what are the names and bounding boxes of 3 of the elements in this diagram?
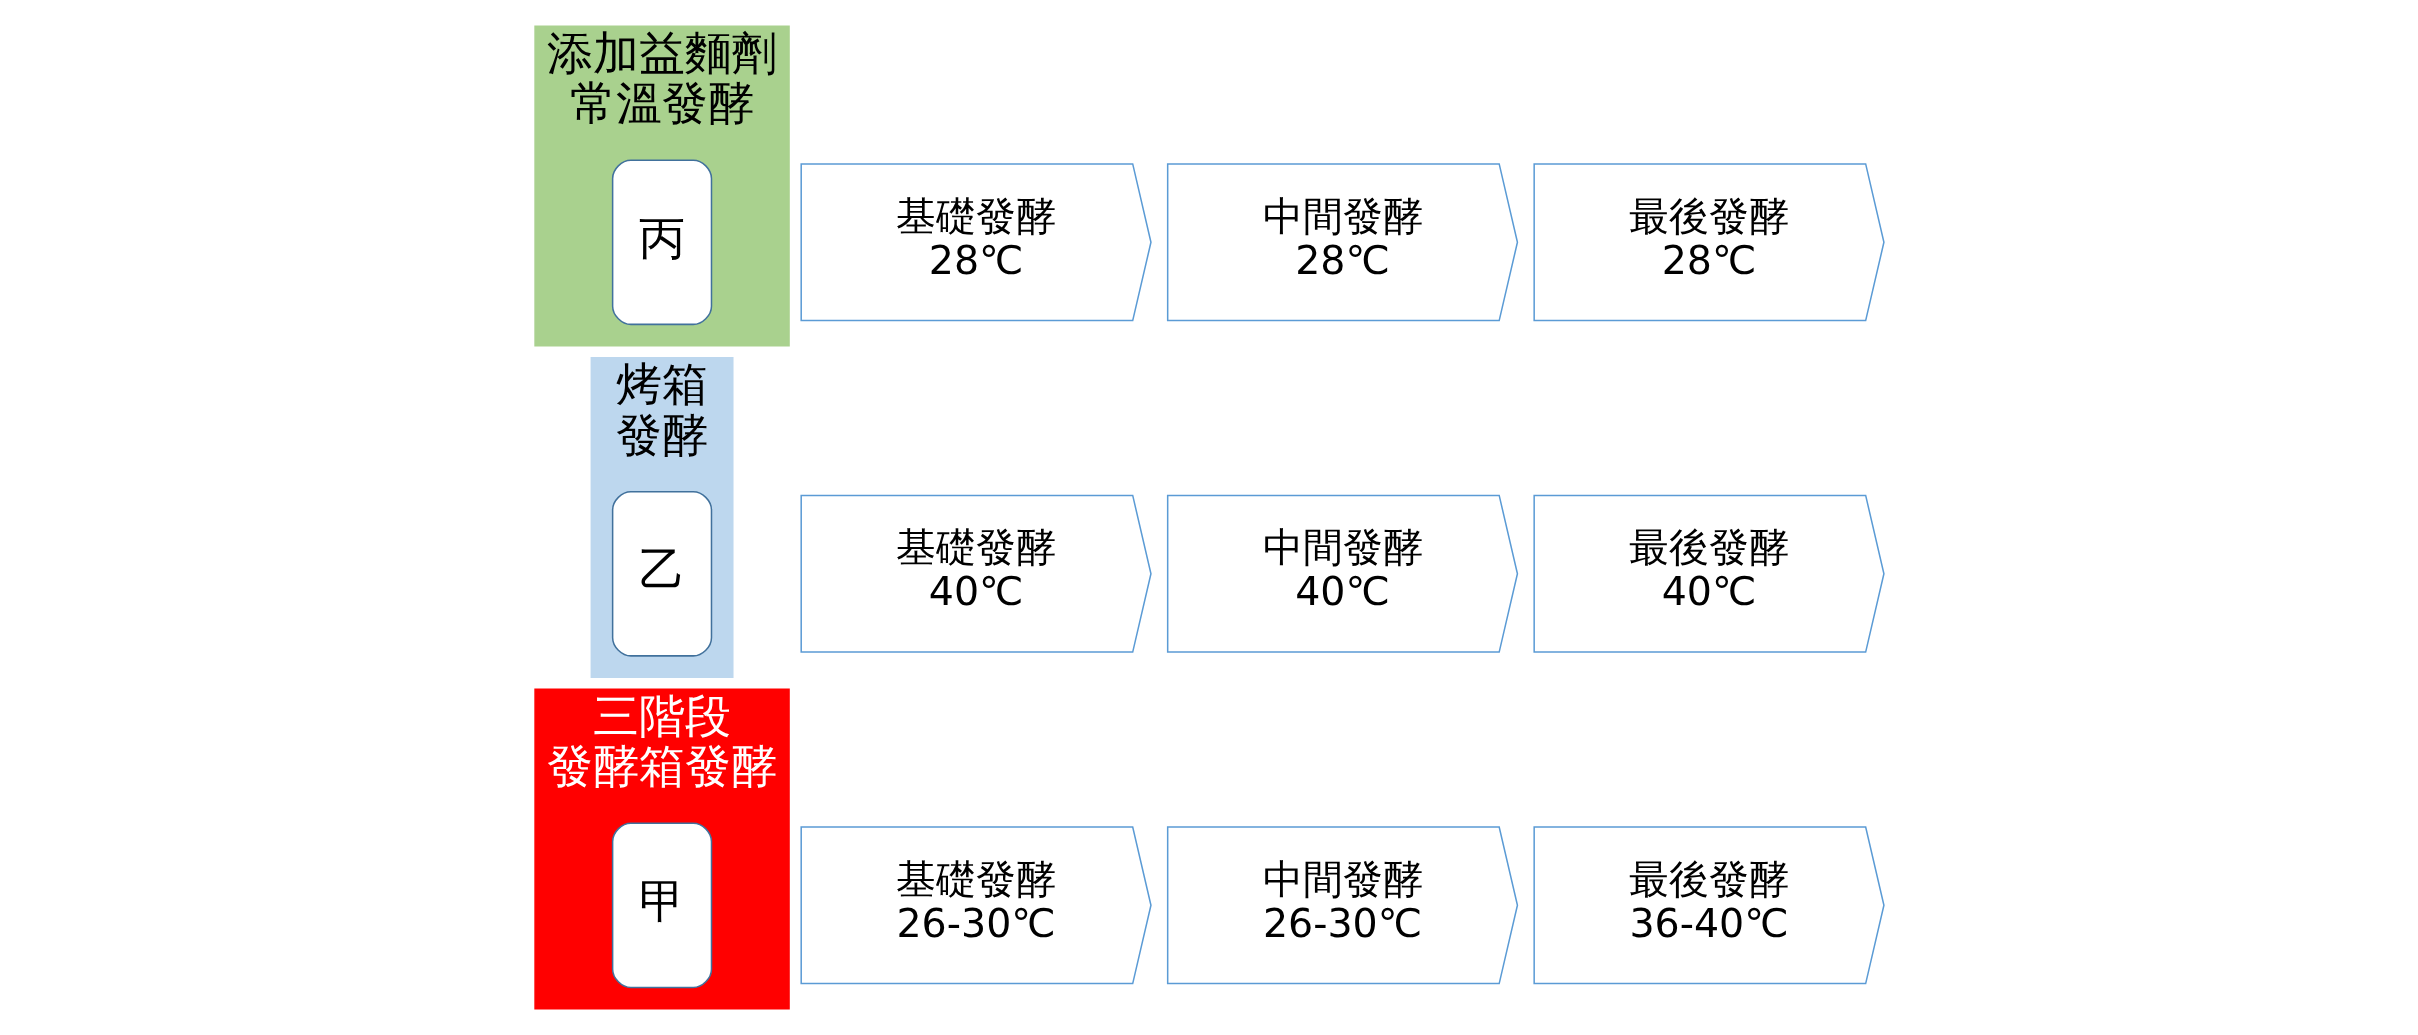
node-box: 乙 — [611, 490, 712, 657]
node-box: 丙 — [611, 159, 712, 326]
node-box: 甲 — [611, 822, 712, 989]
